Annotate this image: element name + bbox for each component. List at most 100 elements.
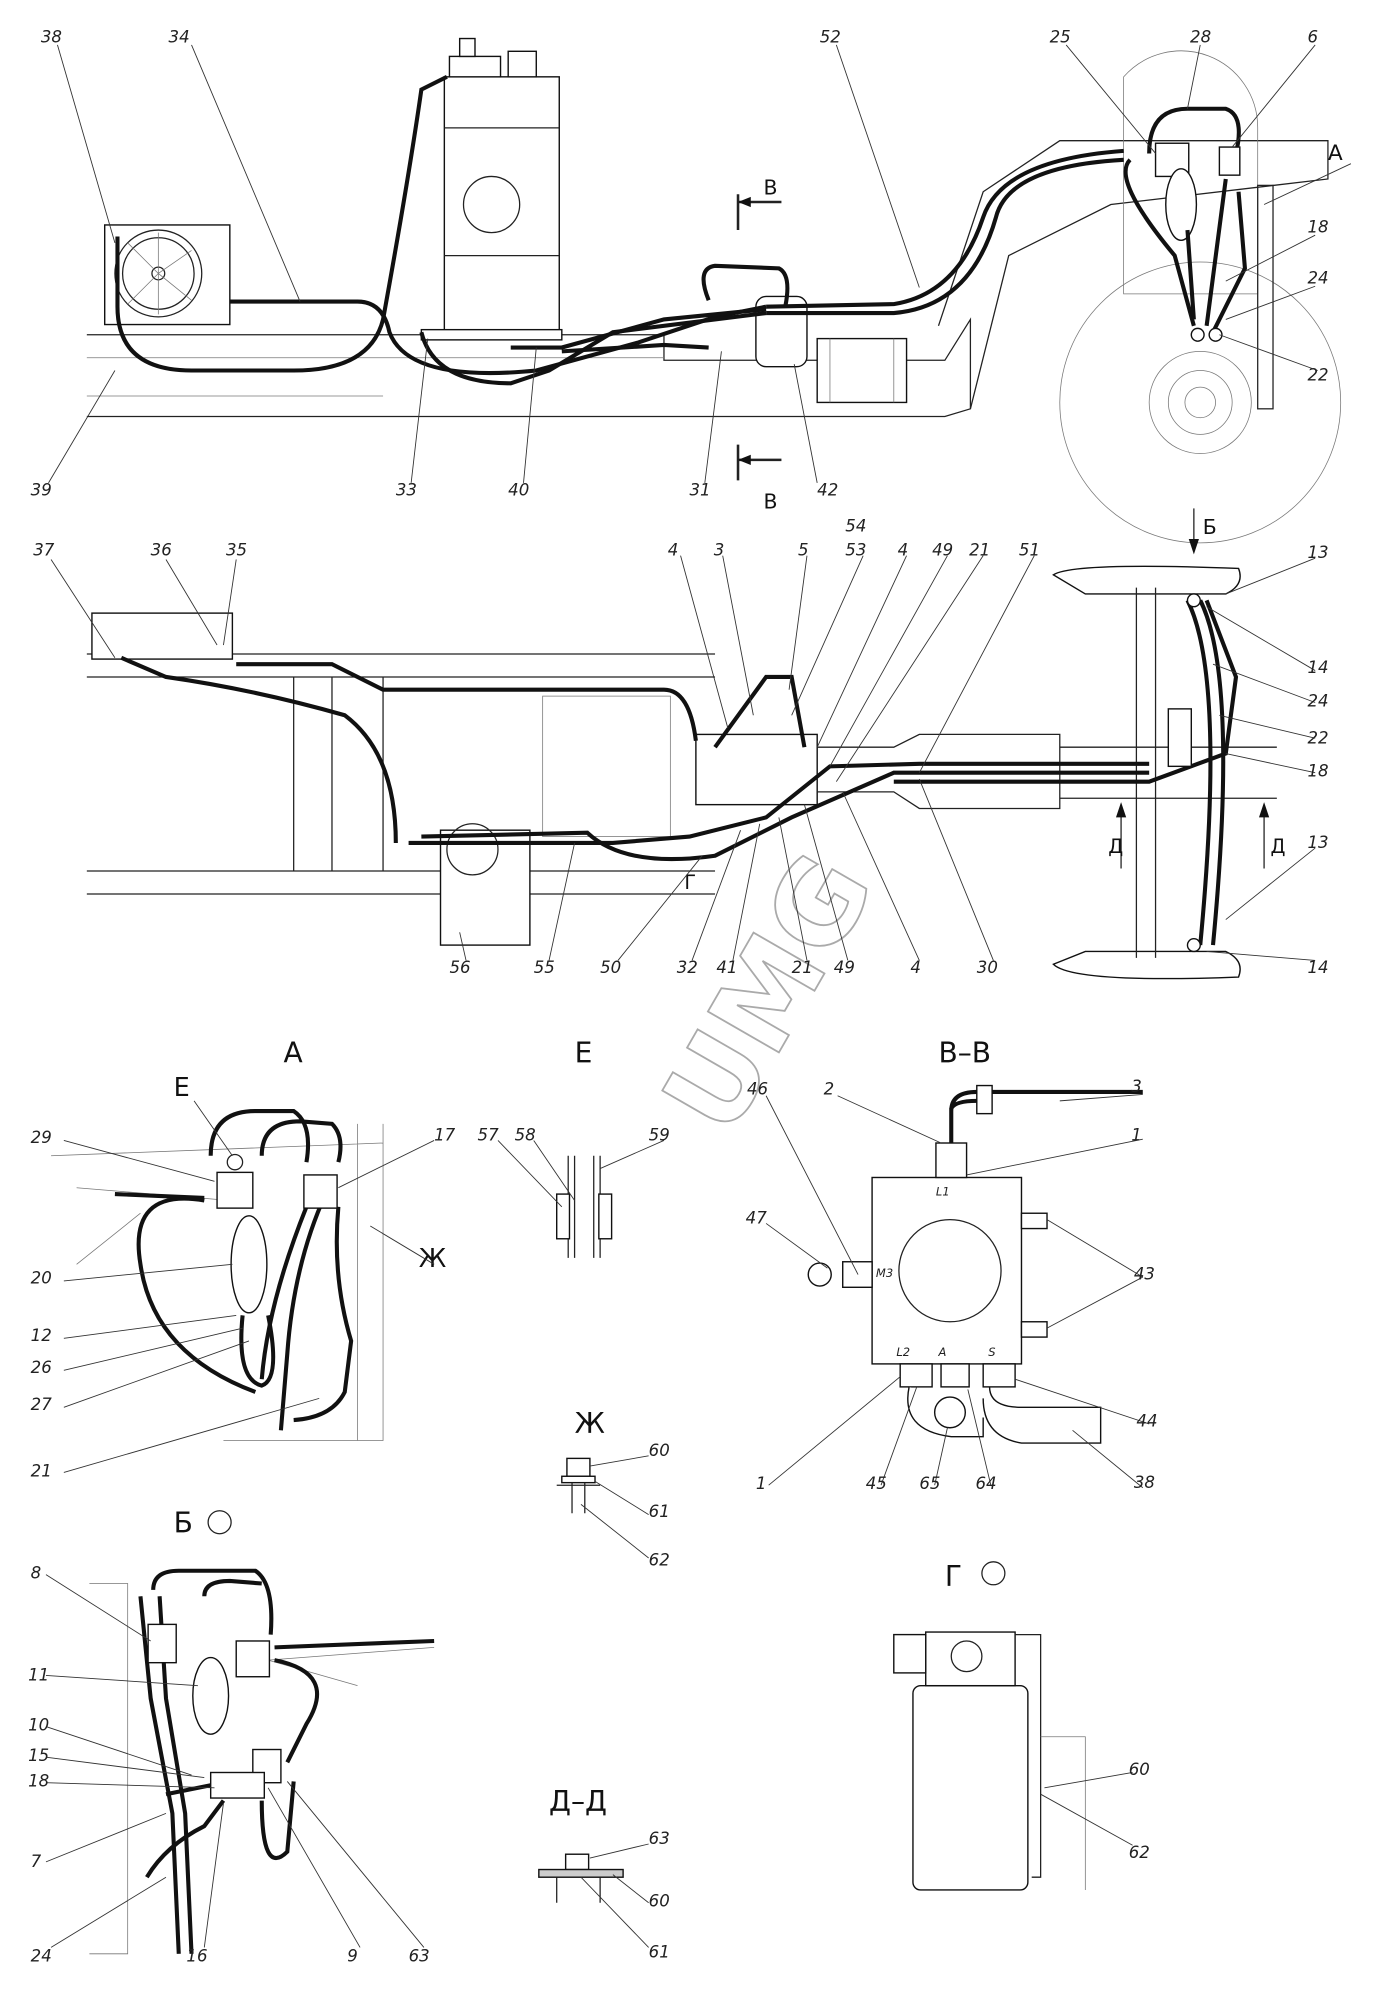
callout-13: 13 [1307, 543, 1328, 562]
callout-44: 44 [1136, 1411, 1157, 1430]
hydraulic-tank [420, 37, 563, 341]
callout-21b: 21 [792, 958, 813, 977]
callout-4: 4 [668, 541, 679, 560]
plan-view: Б Д Д Г 37 36 35 54 4 3 5 53 4 49 21 51 … [33, 508, 1329, 980]
detail-g-title: Г [945, 1560, 962, 1593]
callout-14: 14 [1307, 658, 1328, 677]
callout-42: 42 [817, 481, 838, 500]
section-mark-vv: В В [736, 175, 782, 513]
detail-a-title: А [283, 1037, 302, 1070]
callout-61b: 61 [649, 1943, 670, 1962]
callout-38: 38 [41, 27, 62, 46]
section-letter-bottom: В [764, 489, 778, 513]
port-l2: L2 [896, 1345, 910, 1359]
detail-g: Г 60 62 [893, 1560, 1150, 1891]
detail-a-sub-e: Е [174, 1073, 190, 1103]
callout-4c: 4 [910, 958, 921, 977]
view-a-mark: А [1328, 141, 1343, 166]
callout-9: 9 [347, 1946, 358, 1965]
callout-50: 50 [600, 958, 621, 977]
callout-18c: 18 [28, 1772, 49, 1791]
tank-plan [439, 829, 531, 946]
callout-14b: 14 [1307, 958, 1328, 977]
callout-35: 35 [226, 541, 247, 560]
detail-zh-title: Ж [575, 1407, 605, 1440]
callout-39: 39 [31, 481, 52, 500]
callout-16: 16 [186, 1946, 207, 1965]
callout-37: 37 [33, 541, 55, 560]
callout-30: 30 [977, 958, 998, 977]
callout-55: 55 [534, 958, 555, 977]
detail-zh: Ж 60 61 62 [556, 1407, 670, 1570]
callout-26: 26 [31, 1358, 52, 1377]
callout-60c: 60 [1129, 1760, 1150, 1779]
callout-27: 27 [31, 1395, 53, 1414]
callout-52: 52 [820, 27, 841, 46]
frame-bracket [816, 337, 908, 404]
callout-43: 43 [1134, 1265, 1155, 1284]
callout-24b: 24 [1307, 691, 1328, 710]
rotated-view-icon-g [981, 1561, 1006, 1586]
callout-12: 12 [31, 1326, 52, 1345]
callout-18: 18 [1307, 218, 1328, 237]
detail-a: А Е Ж 29 17 20 12 26 27 21 [31, 1037, 456, 1481]
callout-36: 36 [151, 541, 172, 560]
callout-62: 62 [649, 1551, 670, 1570]
port-s: S [988, 1345, 995, 1359]
callout-22b: 22 [1307, 728, 1328, 747]
callout-51: 51 [1019, 541, 1040, 560]
section-vv-title: В–В [938, 1037, 991, 1070]
callout-24: 24 [1307, 269, 1328, 288]
callout-20: 20 [31, 1268, 52, 1287]
pump-plan [695, 733, 818, 806]
callout-18b: 18 [1307, 762, 1328, 781]
callout-64: 64 [976, 1474, 997, 1493]
callout-58: 58 [515, 1125, 536, 1144]
callout-62c: 62 [1129, 1843, 1150, 1862]
detail-e-title: Е [575, 1037, 593, 1070]
callout-28: 28 [1190, 27, 1211, 46]
callout-2: 2 [824, 1079, 835, 1098]
callout-65: 65 [919, 1474, 940, 1493]
callout-40: 40 [508, 481, 529, 500]
valve-body [871, 1176, 1023, 1365]
callout-63b: 63 [649, 1829, 670, 1848]
section-g-mark: Г [684, 871, 696, 894]
callout-22: 22 [1307, 366, 1328, 385]
callout-45: 45 [866, 1474, 887, 1493]
callout-38b: 38 [1134, 1473, 1155, 1492]
section-dd: Д–Д 63 60 61 [538, 1785, 670, 1962]
callout-29: 29 [31, 1128, 52, 1147]
side-view-labels: 38 34 52 25 28 6 А 18 24 22 39 33 40 31 … [31, 27, 1343, 499]
callout-59: 59 [649, 1125, 670, 1144]
callout-56: 56 [449, 958, 470, 977]
callout-8: 8 [31, 1563, 42, 1582]
detail-b-title: Б [174, 1506, 193, 1539]
section-d-right: Д [1270, 835, 1285, 858]
view-b-arrow: Б [1203, 515, 1217, 539]
callout-11: 11 [28, 1666, 49, 1685]
side-view: В В 38 34 52 25 28 6 А 18 24 22 39 33 40… [31, 27, 1352, 544]
callout-17: 17 [434, 1125, 456, 1144]
valve-assembly-top [1123, 106, 1248, 342]
callout-15: 15 [28, 1746, 49, 1765]
callout-57: 57 [478, 1125, 500, 1144]
callout-10: 10 [28, 1715, 49, 1734]
callout-33: 33 [396, 481, 417, 500]
callout-61: 61 [649, 1502, 670, 1521]
port-m3: M3 [876, 1266, 893, 1280]
callout-24c: 24 [31, 1946, 52, 1965]
callout-5: 5 [798, 541, 809, 560]
plan-view-labels: 37 36 35 54 4 3 5 53 4 49 21 51 13 14 24… [33, 516, 1328, 977]
callout-53: 53 [845, 541, 866, 560]
oil-cooler-fan [103, 224, 231, 326]
callout-60b: 60 [649, 1892, 670, 1911]
callout-34: 34 [169, 27, 190, 46]
callout-25: 25 [1050, 27, 1071, 46]
callout-21: 21 [969, 541, 990, 560]
callout-32: 32 [677, 958, 698, 977]
callout-4b: 4 [898, 541, 909, 560]
cooler-plan [91, 612, 234, 660]
callout-54: 54 [845, 516, 866, 535]
